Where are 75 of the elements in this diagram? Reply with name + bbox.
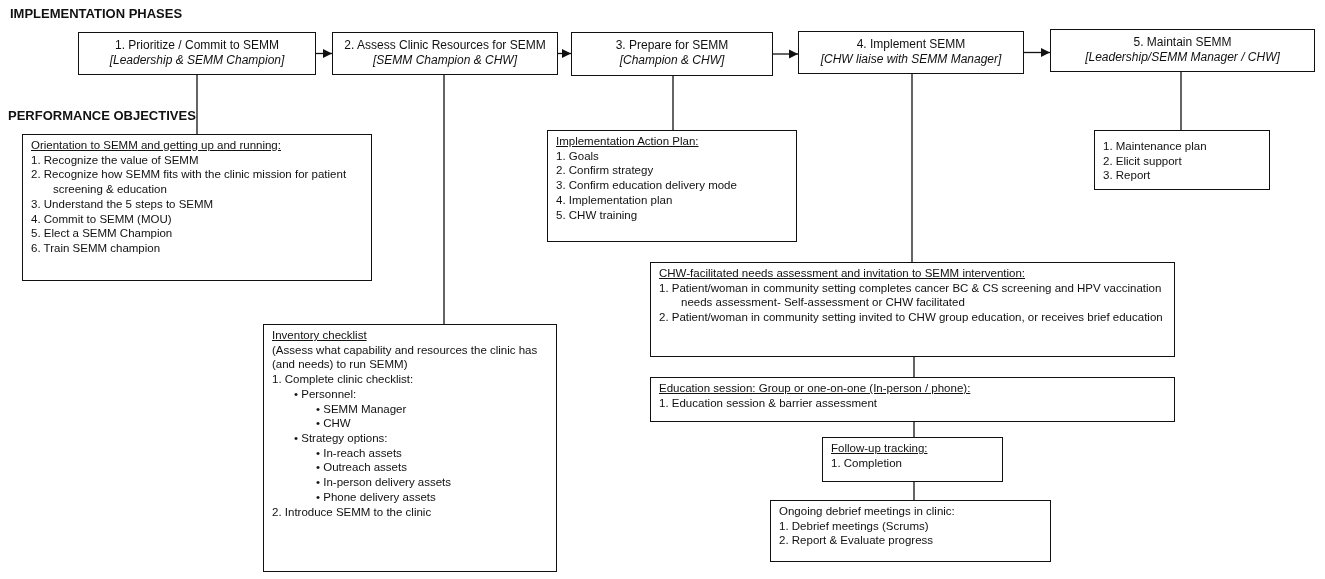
list-item: 2. Confirm strategy <box>556 163 655 179</box>
arrow <box>557 48 572 59</box>
list-heading: Inventory checklist <box>272 328 368 343</box>
list-item: (Assess what capability and resources the clinic has (and needs) to run SEMM) <box>272 342 539 373</box>
list-item: 2. Elicit support <box>1103 153 1183 169</box>
objective-box <box>22 134 372 281</box>
list-item: 2. Patient/woman in community setting invited to CHW group education, or receives brief education <box>659 310 1164 325</box>
connector-line <box>911 73 913 263</box>
list-item: 3. Report <box>1103 168 1152 184</box>
list-item: 2. Recognize how SEMM fits with the clinic mission for patient screening & education <box>31 167 348 197</box>
list-item: • Phone delivery assets <box>315 489 437 505</box>
list-item: 1. Education session & barrier assessment <box>659 395 878 411</box>
objective-box <box>263 324 557 572</box>
section-heading: PERFORMANCE OBJECTIVES <box>8 108 196 123</box>
list-item: 1. Goals <box>556 148 600 164</box>
connector-line <box>913 421 915 438</box>
objective-box <box>1094 130 1270 190</box>
phase-roles: [SEMM Champion & CHW] <box>372 53 519 69</box>
phase-roles: [CHW liaise with SEMM Manager] <box>819 52 1003 68</box>
list-item: • SEMM Manager <box>315 401 408 417</box>
objective-box <box>770 500 1051 562</box>
list-item: 3. Confirm education delivery mode <box>556 178 738 193</box>
phase-box <box>332 32 558 75</box>
list-heading: Follow-up tracking: <box>831 441 929 456</box>
list-item: 4. Implementation plan <box>556 192 674 208</box>
connector-line <box>913 481 915 501</box>
objective-box <box>650 377 1175 422</box>
phase-title: 1. Prioritize / Commit to SEMM <box>114 38 280 54</box>
phase-roles: [Leadership/SEMM Manager / CHW] <box>1084 50 1281 66</box>
phase-box <box>798 31 1024 74</box>
list-item: 6. Train SEMM champion <box>31 241 162 256</box>
list-item: 1. Maintenance plan <box>1103 139 1208 154</box>
phase-roles: [Champion & CHW] <box>618 53 726 69</box>
list-heading: Orientation to SEMM and getting up and running: <box>31 138 282 153</box>
arrow <box>772 49 799 59</box>
list-item: • In-reach assets <box>315 445 403 461</box>
phase-box <box>571 32 773 76</box>
connector-line <box>1180 71 1182 131</box>
phase-title: 2. Assess Clinic Resources for SEMM <box>343 38 547 54</box>
list-heading: CHW-facilitated needs assessment and invitation to SEMM intervention: <box>659 266 1027 281</box>
list-item: 5. CHW training <box>556 207 639 223</box>
phase-title: 3. Prepare for SEMM <box>614 38 730 54</box>
list-item: • CHW <box>315 416 352 432</box>
list-item: 3. Understand the 5 steps to SEMM <box>31 196 215 212</box>
section-heading: IMPLEMENTATION PHASES <box>10 6 183 21</box>
list-heading: Implementation Action Plan: <box>556 134 700 149</box>
phase-box <box>1050 29 1315 72</box>
list-item: 1. Patient/woman in community setting completes cancer BC & CS screening and HPV vaccination needs assessment- Self-assessment or CHW facilitated <box>659 280 1163 311</box>
list-item: 1. Debrief meetings (Scrums) <box>779 518 930 534</box>
list-item: 1. Completion <box>831 455 903 471</box>
phase-title: 4. Implement SEMM <box>855 37 967 53</box>
list-heading: Education session: Group or one-on-one (In-person / phone): <box>659 381 972 396</box>
list-heading: Ongoing debrief meetings in clinic: <box>779 504 956 519</box>
list-item: 1. Recognize the value of SEMM <box>31 152 200 168</box>
phase-roles: [Leadership & SEMM Champion] <box>108 53 286 69</box>
objective-box <box>822 437 1003 482</box>
list-item: • Strategy options: <box>293 431 389 446</box>
objective-box <box>650 262 1175 357</box>
list-item: 2. Introduce SEMM to the clinic <box>272 504 433 520</box>
list-item: 5. Elect a SEMM Champion <box>31 226 174 242</box>
phase-title: 5. Maintain SEMM <box>1132 35 1233 51</box>
list-item: • Personnel: <box>293 386 358 402</box>
connector-line <box>913 356 915 378</box>
list-item: 1. Complete clinic checklist: <box>272 372 415 387</box>
arrow <box>1023 47 1051 58</box>
objective-box <box>547 130 797 242</box>
arrow <box>315 48 333 59</box>
list-item: • Outreach assets <box>315 460 408 476</box>
phase-box <box>78 32 316 75</box>
list-item: 4. Commit to SEMM (MOU) <box>31 211 173 227</box>
connector-line <box>196 74 198 135</box>
list-item: 2. Report & Evaluate progress <box>779 533 935 549</box>
list-item: • In-person delivery assets <box>315 475 453 490</box>
connector-line <box>443 74 445 325</box>
connector-line <box>672 75 674 131</box>
